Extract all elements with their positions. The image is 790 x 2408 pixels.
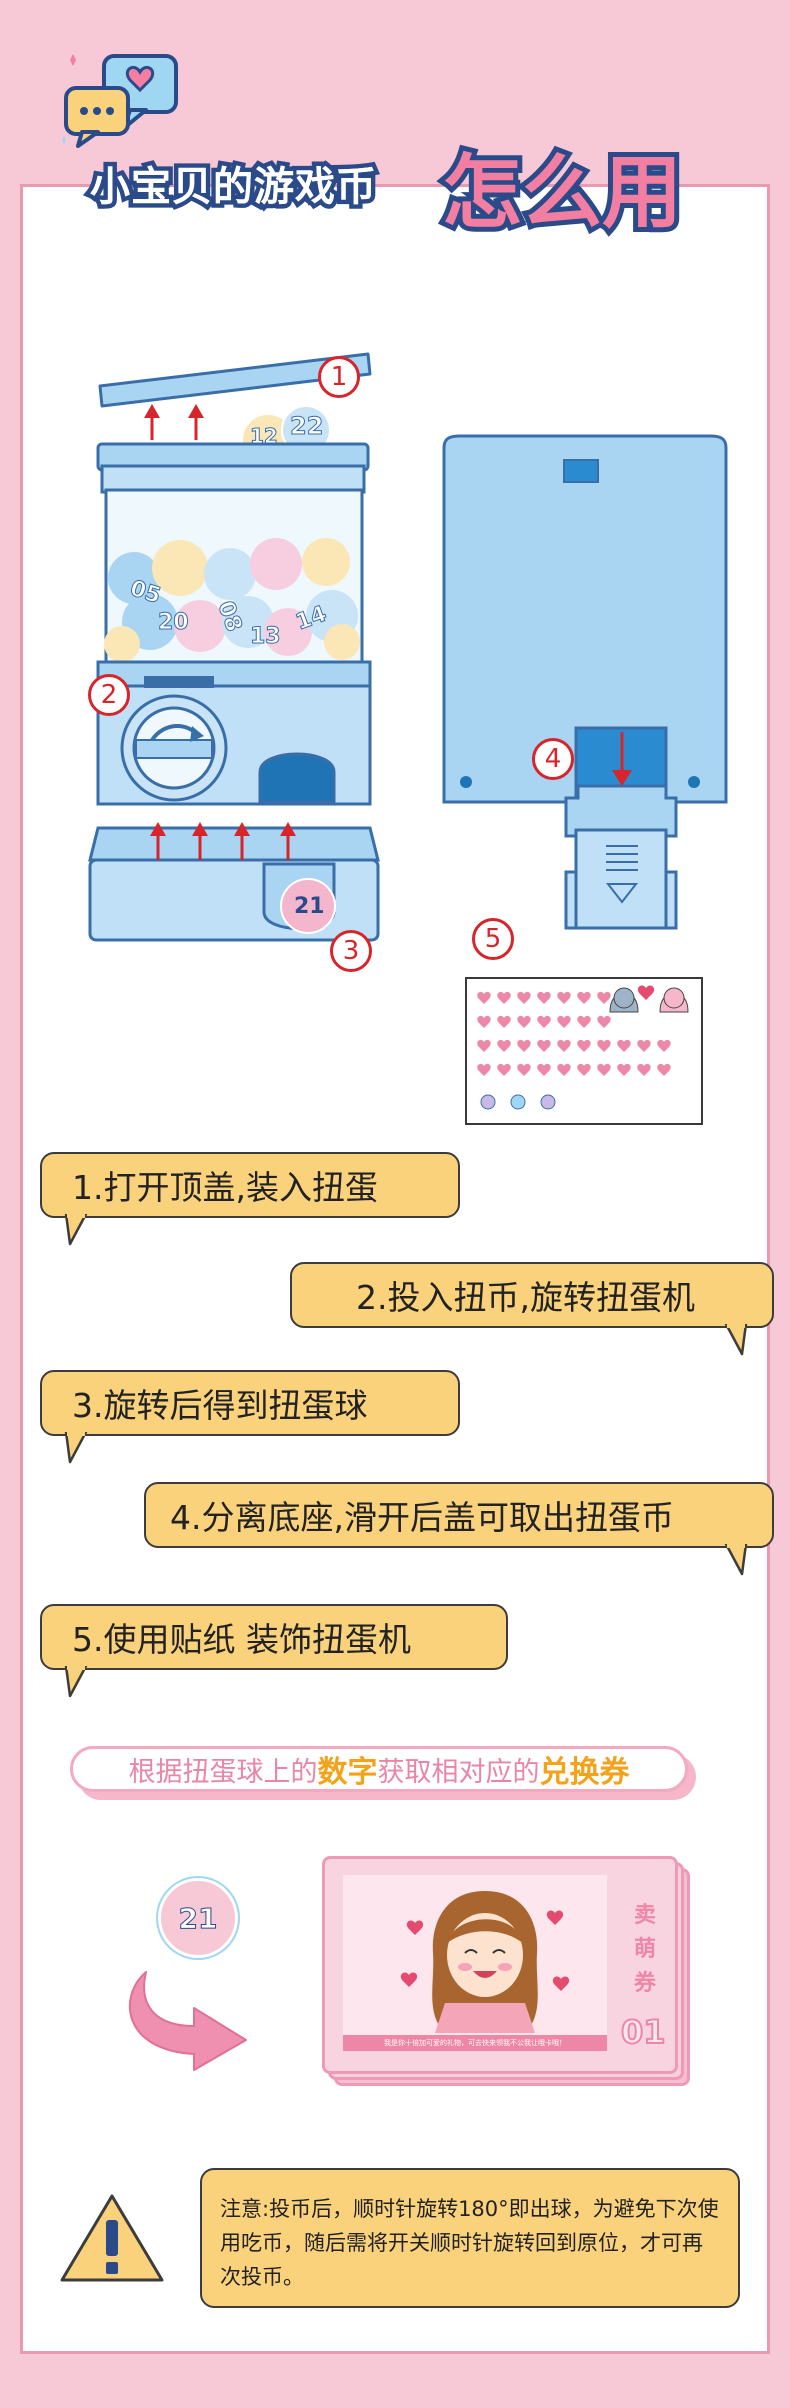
coupon-title-char: 萌 [633, 1937, 656, 1962]
exchange-instruction: 根据扭蛋球上的数字获取相对应的兑换券 [70, 1746, 688, 1792]
step-4-bubble: 4.分离底座,滑开后盖可取出扭蛋币 [144, 1482, 774, 1548]
marker-5: 5 [472, 918, 514, 960]
ball-number: 13 [250, 624, 282, 650]
ball-number: 12 [250, 424, 279, 449]
ball-number: 20 [158, 610, 190, 636]
heart-sticker-icon [477, 991, 491, 1004]
ball-number: 22 [289, 412, 324, 441]
marker-1: 1 [318, 356, 360, 398]
step-4-text: 4.分离底座,滑开后盖可取出扭蛋币 [170, 1498, 674, 1537]
chat-bubbles-icon [62, 54, 178, 148]
heart-sticker-icon [497, 991, 511, 1004]
girl-illustration [400, 1891, 570, 2033]
coupon-title-char: 券 [633, 1971, 656, 1996]
coupon-card: 我是你十倍加可爱的礼物，可去快来领我不公我让哦卡哦！ 卖 萌 券 01 [322, 1856, 678, 2074]
exchange-prefix: 根据扭蛋球上的 [128, 1756, 318, 1788]
heart-sticker-icon [597, 1039, 611, 1052]
exchange-highlight-number: 数字 [317, 1755, 378, 1790]
heart-sticker-icon [517, 1015, 531, 1028]
heart-sticker-icon [637, 1039, 651, 1052]
heart-sticker-icon [537, 1063, 551, 1076]
heart-sticker-icon [577, 1063, 591, 1076]
heart-sticker-icon [497, 1063, 511, 1076]
heart-sticker-icon [557, 1015, 571, 1028]
heart-sticker-icon [637, 1063, 651, 1076]
heart-sticker-icon [517, 991, 531, 1004]
heart-sticker-icon [577, 991, 591, 1004]
heart-sticker-icon [477, 1039, 491, 1052]
exchange-middle: 获取相对应的 [377, 1756, 540, 1788]
gashapon-machine-diagram [88, 352, 380, 942]
marker-4: 4 [532, 738, 574, 780]
heart-sticker-icon [617, 1039, 631, 1052]
heart-sticker-icon [517, 1039, 531, 1052]
notice-text: 注意:投币后，顺时针旋转180°即出球，为避免下次使用吃币，随后需将开关顺时针旋… [220, 2197, 719, 2289]
step-1-text: 1.打开顶盖,装入扭蛋 [72, 1168, 378, 1207]
example-ball-number: 21 [178, 1901, 218, 1935]
step-3-text: 3.旋转后得到扭蛋球 [72, 1386, 368, 1425]
curved-arrow-icon [128, 1971, 247, 2071]
machine-back-diagram [442, 434, 728, 930]
title-part1: 小宝贝的游戏币 [90, 164, 377, 210]
step-1-bubble: 1.打开顶盖,装入扭蛋 [40, 1152, 460, 1218]
step-3-bubble: 3.旋转后得到扭蛋球 [40, 1370, 460, 1436]
warning-icon [60, 2194, 164, 2282]
heart-sticker-icon [537, 1039, 551, 1052]
heart-sticker-icon [617, 1063, 631, 1076]
heart-sticker-icon [557, 1039, 571, 1052]
coupon-title-vertical: 卖 萌 券 [625, 1899, 665, 2001]
heart-sticker-icon [477, 1063, 491, 1076]
bubble-tail [64, 1432, 88, 1464]
heart-sticker-icon [477, 1015, 491, 1028]
coupon-title-char: 卖 [633, 1903, 656, 1928]
heart-sticker-icon [577, 1015, 591, 1028]
bubble-tail [64, 1214, 88, 1246]
heart-sticker-icon [577, 1039, 591, 1052]
step-5-bubble: 5.使用贴纸 装饰扭蛋机 [40, 1604, 508, 1670]
heart-sticker-icon [557, 991, 571, 1004]
sticker-sheet [465, 977, 703, 1125]
bubble-tail [64, 1666, 88, 1698]
step-2-text: 2.投入扭币,旋转扭蛋机 [356, 1278, 695, 1317]
heart-sticker-icon [497, 1015, 511, 1028]
exchange-highlight-coupon: 兑换券 [539, 1755, 630, 1790]
heart-sticker-icon [537, 1015, 551, 1028]
step-5-text: 5.使用贴纸 装饰扭蛋机 [72, 1620, 411, 1659]
heart-sticker-icon [657, 1039, 671, 1052]
coupon-caption-bar: 我是你十倍加可爱的礼物，可去快来领我不公我让哦卡哦！ [343, 2035, 607, 2051]
heart-sticker-icon [517, 1063, 531, 1076]
heart-sticker-icon [597, 991, 611, 1004]
heart-sticker-icon [597, 1015, 611, 1028]
marker-3: 3 [330, 930, 372, 972]
bubble-tail [724, 1544, 748, 1576]
output-ball-number: 21 [294, 894, 325, 919]
bubble-tail [724, 1324, 748, 1356]
coupon-caption: 我是你十倍加可爱的礼物，可去快来领我不公我让哦卡哦！ [384, 2039, 566, 2047]
heart-sticker-icon [597, 1063, 611, 1076]
coupon-number: 01 [620, 2012, 667, 2052]
step-2-bubble: 2.投入扭币,旋转扭蛋机 [290, 1262, 774, 1328]
heart-sticker-icon [537, 991, 551, 1004]
notice-box: 注意:投币后，顺时针旋转180°即出球，为避免下次使用吃币，随后需将开关顺时针旋… [200, 2168, 740, 2308]
title-part2: 怎么用 [437, 141, 687, 244]
heart-sticker-icon [657, 1063, 671, 1076]
heart-sticker-icon [497, 1039, 511, 1052]
example-ball: 21 [158, 1878, 238, 1958]
title-part1-outline: 小宝贝的游戏币 [86, 160, 381, 215]
heart-sticker-icon [557, 1063, 571, 1076]
marker-2: 2 [88, 674, 130, 716]
